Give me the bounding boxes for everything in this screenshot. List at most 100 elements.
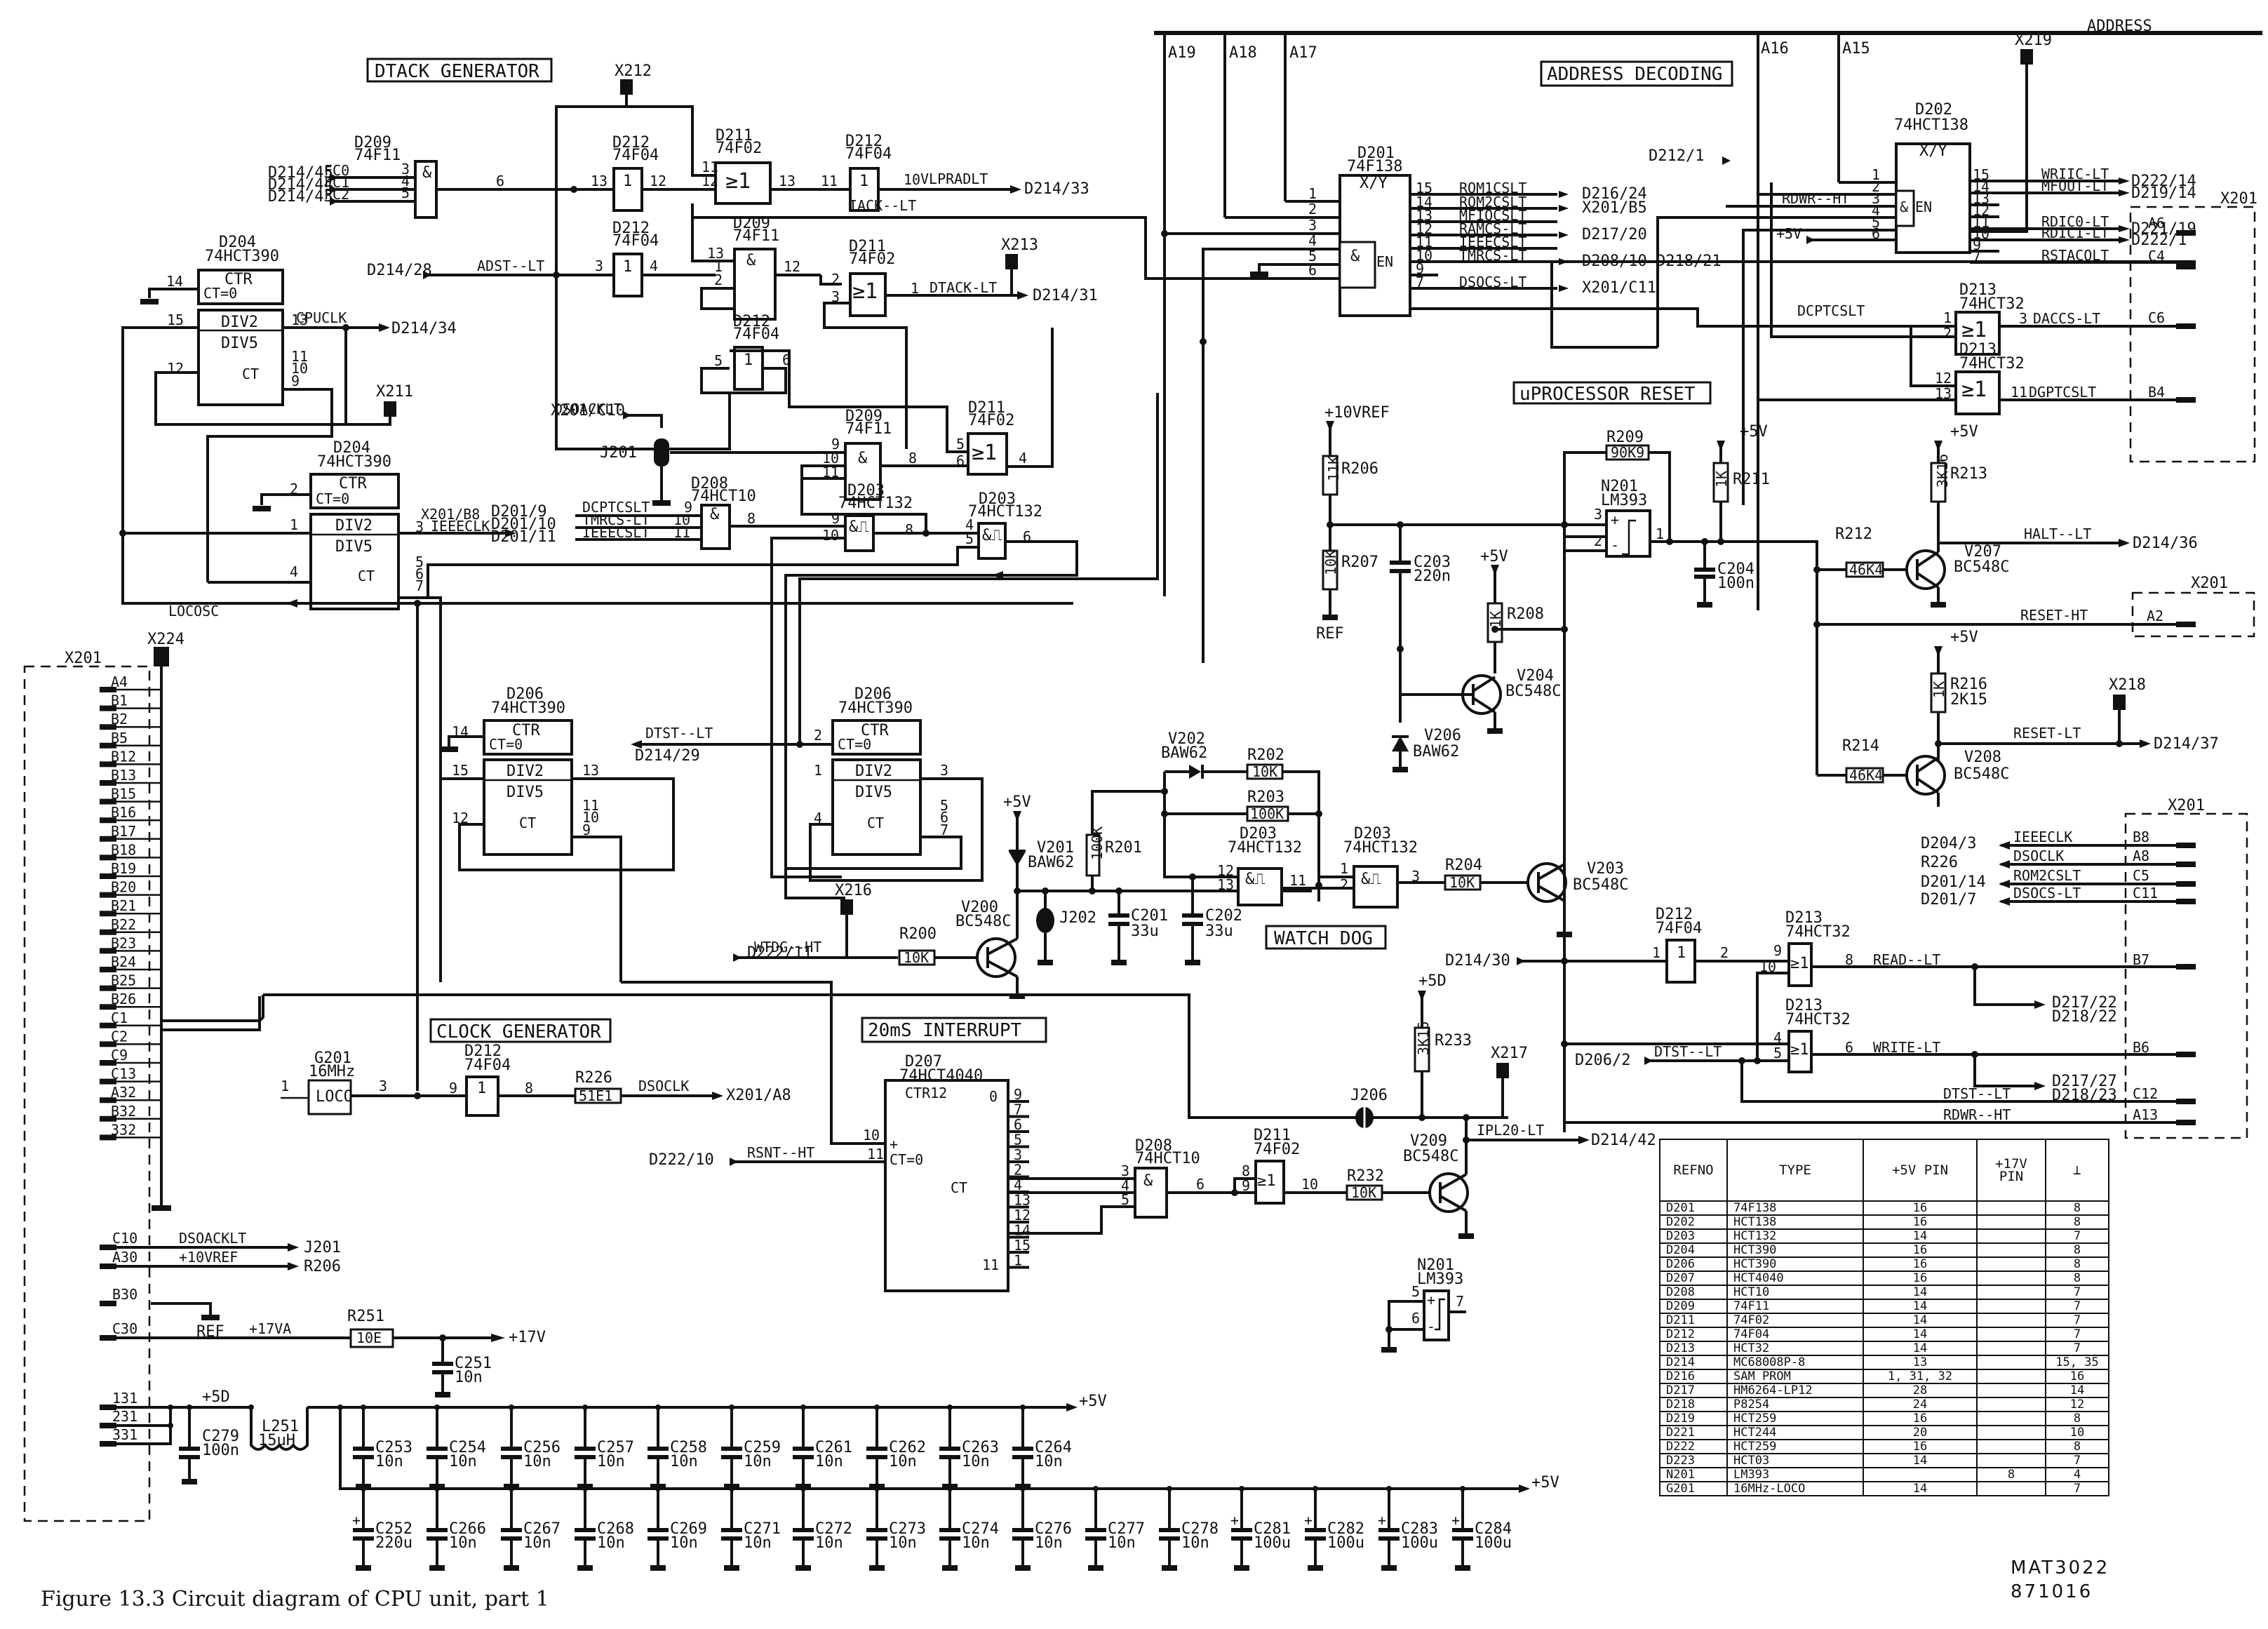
- x201-ground-pin[interactable]: A32: [111, 1084, 136, 1101]
- x201-ground-pin[interactable]: B2: [111, 711, 128, 728]
- x201-ground-pin[interactable]: B24: [111, 953, 136, 970]
- x218-test-point[interactable]: [2113, 695, 2126, 710]
- pin-label: 9: [831, 510, 840, 527]
- read-write-logic: D214/30 D212 74F04 1 1 2 D213 74HCT32 ≥1…: [1445, 797, 2248, 1139]
- d203a-symbol: &⎍: [849, 518, 869, 536]
- x217-test-point[interactable]: [1496, 1063, 1509, 1078]
- x201-ground-pin[interactable]: B12: [111, 748, 136, 765]
- d211b-symbol: ≥1: [852, 279, 878, 304]
- table-cell: [1976, 1313, 2046, 1328]
- x201-ground-pin[interactable]: B18: [111, 841, 136, 858]
- x201-ground-pin[interactable]: B19: [111, 860, 136, 877]
- x201-pin-b6[interactable]: B6: [2133, 1039, 2149, 1056]
- x201-ground-pin[interactable]: C13: [111, 1066, 136, 1082]
- x201-ground-pin[interactable]: B13: [111, 767, 136, 784]
- pin-label: 2: [1308, 201, 1317, 217]
- x201-pin-a13[interactable]: A13: [2133, 1106, 2158, 1123]
- x201-ground-pin[interactable]: B1: [111, 692, 128, 709]
- x201-pin-c12[interactable]: C12: [2133, 1085, 2158, 1102]
- x212-test-point[interactable]: [620, 79, 633, 95]
- d213c-ref: D213: [1785, 909, 1823, 927]
- x201-input-pin[interactable]: B8: [2133, 829, 2149, 845]
- x224-test-point[interactable]: [154, 647, 169, 666]
- x201-pin-c4[interactable]: C4: [2148, 248, 2165, 264]
- x201-ground-pin[interactable]: B5: [111, 730, 128, 746]
- x201-ground-pin[interactable]: B32: [111, 1103, 136, 1120]
- address-bus: ADDRESS A19 A18 A17 A16 A15: [1154, 18, 2262, 610]
- x201-ground-pin[interactable]: 332: [111, 1121, 136, 1138]
- x201-pin-131[interactable]: 131: [112, 1390, 137, 1407]
- pin-label: 8: [905, 521, 913, 538]
- x201-input-net: IEEECLK: [2013, 829, 2072, 845]
- v209-value: BC548C: [1403, 1148, 1458, 1165]
- x211-test-point[interactable]: [384, 401, 396, 417]
- x201-pin-c6[interactable]: C6: [2148, 309, 2165, 326]
- svg-text:10: 10: [863, 1127, 880, 1144]
- l251-inductor: [250, 1407, 309, 1451]
- pin-label: 11: [582, 797, 599, 814]
- capacitor-ref: C281: [1254, 1520, 1291, 1538]
- x201-ground-pin[interactable]: B23: [111, 934, 136, 951]
- x201-ground-pin[interactable]: B22: [111, 916, 136, 933]
- x201-pin-b7[interactable]: B7: [2133, 951, 2149, 968]
- pin-label: 1: [911, 280, 919, 297]
- x201-pin-b4[interactable]: B4: [2148, 384, 2165, 401]
- capacitor-value: 100u: [1254, 1534, 1291, 1552]
- ref-label: REF: [1316, 625, 1344, 643]
- d212a-type: 74F04: [612, 147, 659, 164]
- x201-ground-pin[interactable]: B17: [111, 823, 136, 840]
- x201-ground-pin[interactable]: C2: [111, 1028, 128, 1045]
- x201-ground-pin[interactable]: B15: [111, 786, 136, 803]
- x201-pin-231[interactable]: 231: [112, 1408, 137, 1425]
- x201-input-pin[interactable]: C5: [2133, 867, 2149, 884]
- x201-pin-331[interactable]: 331: [112, 1426, 137, 1443]
- pin-label: 1: [1872, 166, 1880, 183]
- d201-symbol: X/Y: [1360, 175, 1388, 192]
- x201-ground-pin[interactable]: C1: [111, 1010, 128, 1026]
- x201-input-src: D201/14: [1921, 873, 1986, 891]
- table-cell: 14: [1863, 1285, 1978, 1300]
- x201-ground-pin[interactable]: B16: [111, 804, 136, 821]
- svg-text:C279: C279: [202, 1428, 239, 1445]
- x201-ground-pin[interactable]: A4: [111, 673, 128, 690]
- x219-test-point[interactable]: [2020, 49, 2033, 65]
- x201-pin-a6[interactable]: A6: [2148, 215, 2165, 232]
- svg-text:+: +: [1427, 1292, 1435, 1308]
- capacitor-value: 10n: [597, 1453, 625, 1470]
- x201-signal-pin[interactable]: C30: [112, 1320, 137, 1337]
- table-cell: 8: [2045, 1439, 2109, 1454]
- x201-input-pin[interactable]: A8: [2133, 847, 2149, 864]
- drawing-number: MAT3022: [2011, 1557, 2110, 1578]
- table-cell: D222: [1659, 1439, 1728, 1454]
- pin-label: 12: [1973, 202, 1989, 219]
- svg-text:V200: V200: [961, 899, 998, 916]
- x201-input-pin[interactable]: C11: [2133, 885, 2158, 901]
- x201-signal-pin[interactable]: A30: [112, 1249, 137, 1266]
- x201-ground-pin[interactable]: B26: [111, 991, 136, 1007]
- x201-ground-pin[interactable]: B20: [111, 879, 136, 896]
- x201-ground-pin[interactable]: B25: [111, 972, 136, 989]
- d202-output-net: RDIC1-LT: [2041, 224, 2109, 241]
- reset-ht-net: RESET-HT: [2020, 607, 2088, 624]
- table-cell: 15, 35: [2045, 1355, 2109, 1370]
- x216-test-point[interactable]: [840, 899, 853, 915]
- svg-text:EN: EN: [1915, 199, 1932, 215]
- x201-ground-pin[interactable]: C9: [111, 1047, 128, 1064]
- svg-text:+: +: [890, 1136, 898, 1153]
- svg-text:C202: C202: [1205, 907, 1242, 925]
- dtack-dest: D214/31: [1033, 287, 1098, 304]
- svg-text:11: 11: [982, 1256, 999, 1273]
- x201-signal-pin[interactable]: C10: [112, 1230, 137, 1247]
- x201-signal-pin[interactable]: B30: [112, 1286, 137, 1303]
- x213-test-point[interactable]: [1005, 254, 1018, 269]
- pin-label: 1: [290, 516, 298, 533]
- x201-pin-a2[interactable]: A2: [2147, 608, 2163, 624]
- d211d-type: 74F02: [1254, 1141, 1300, 1158]
- x201-ground-pin[interactable]: B21: [111, 897, 136, 914]
- r202-value: 10K: [1252, 763, 1277, 780]
